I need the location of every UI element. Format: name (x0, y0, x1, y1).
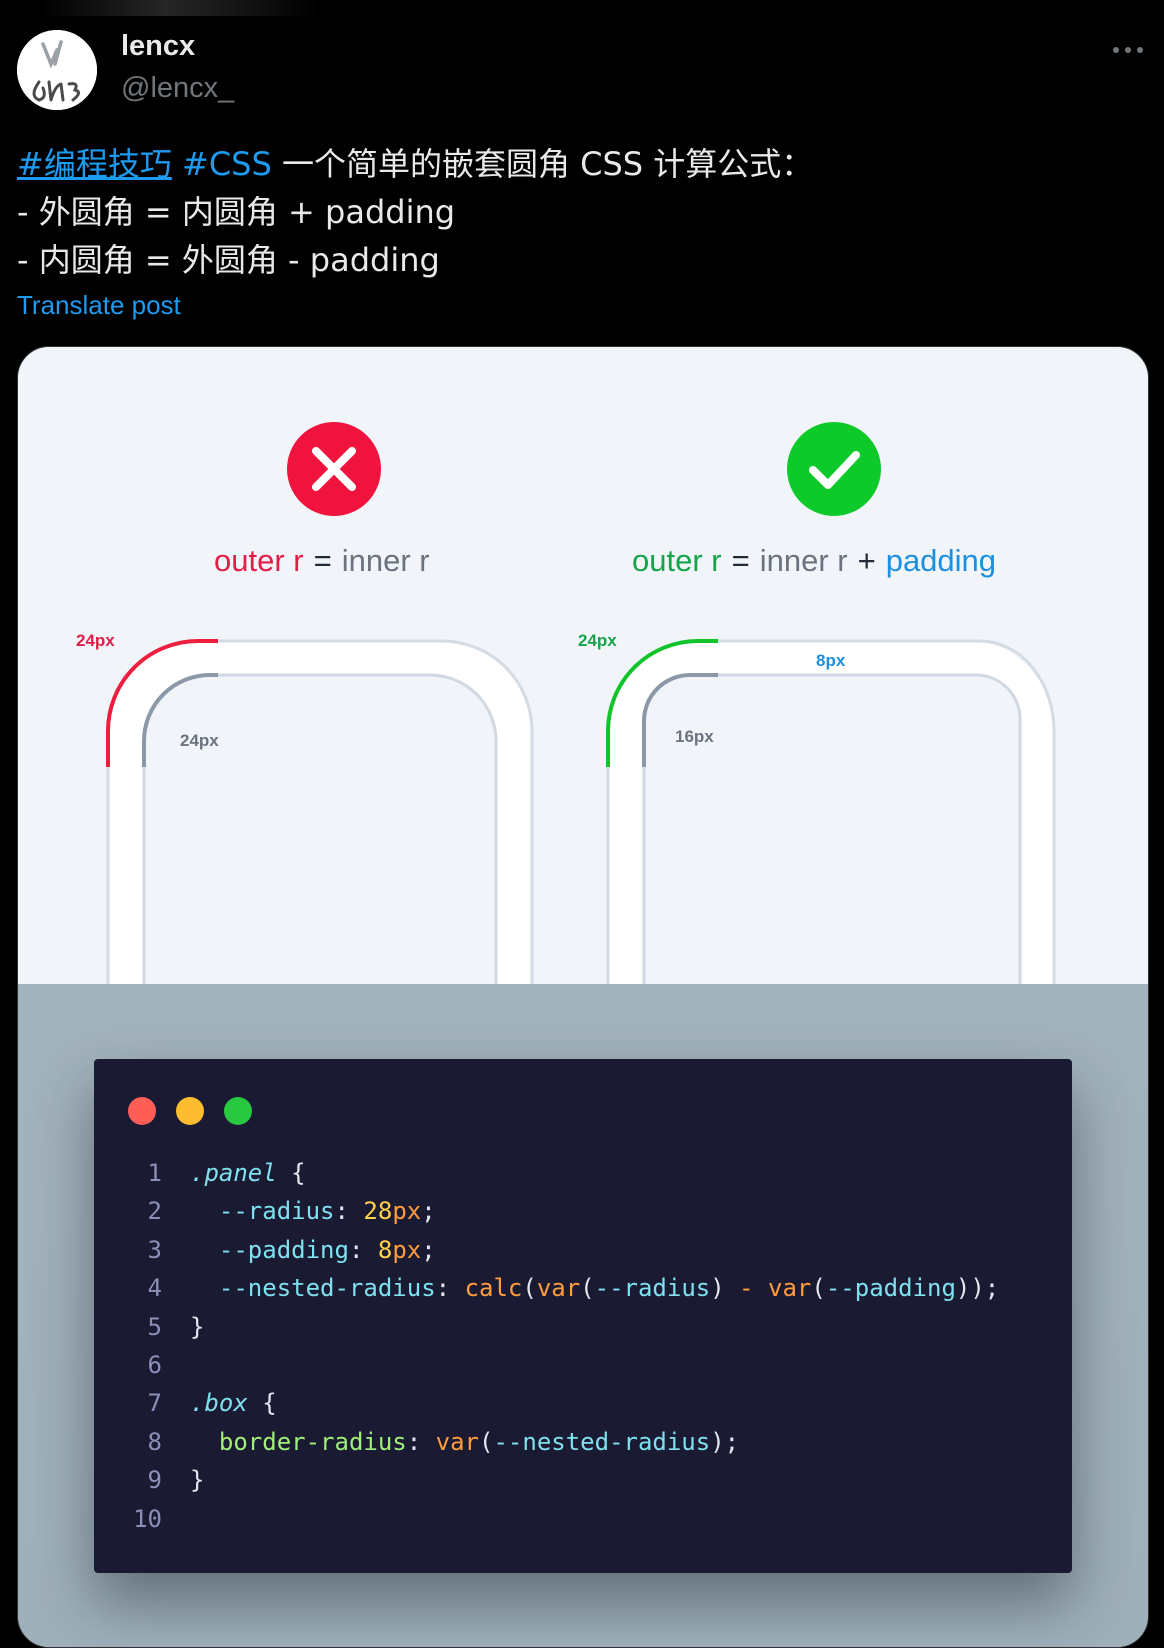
line-number: 10 (133, 1504, 162, 1533)
hashtag-link[interactable]: #CSS (182, 145, 272, 183)
property-token: --nested-radius (218, 1274, 436, 1303)
property-token: --padding (218, 1235, 349, 1264)
code-window: 1 .panel { 2 --radius: 28px; 3 --padding:… (94, 1059, 1072, 1573)
outer-r-label: outer r (214, 543, 304, 578)
check-circle-icon (787, 422, 881, 516)
x-circle-icon (287, 422, 381, 516)
function-token: var (768, 1274, 812, 1303)
line-number: 6 (147, 1350, 162, 1379)
number-token: 28 (363, 1197, 393, 1226)
wrong-formula: outer r = inner r (214, 543, 430, 579)
variable-token: --padding (825, 1274, 956, 1303)
inner-r-label: inner r (759, 543, 848, 578)
outer-r-label: outer r (632, 543, 722, 578)
equals-sign: = (313, 543, 332, 578)
right-padding-label: 8px (816, 651, 846, 670)
property-token: --radius (218, 1197, 335, 1226)
operator-token: - (724, 1274, 769, 1303)
nested-radius-diagram (106, 422, 1056, 984)
brace-token: { (276, 1159, 306, 1187)
code-block: 1 .panel { 2 --radius: 28px; 3 --padding:… (114, 1154, 999, 1538)
display-name[interactable]: lencx (121, 30, 196, 62)
line-number: 5 (147, 1312, 162, 1341)
variable-token: --radius (594, 1274, 711, 1303)
line-number: 1 (147, 1159, 162, 1187)
line-number: 8 (147, 1427, 162, 1456)
post-image[interactable]: outer r=inner r outer r=inner r+padding … (17, 346, 1149, 1648)
code-line: 1 .panel { (114, 1154, 999, 1192)
translate-post-link[interactable]: Translate post (17, 290, 181, 320)
top-fade (40, 0, 320, 16)
code-line: 5} (114, 1308, 999, 1346)
code-line: 8 border-radius: var(--nested-radius); (114, 1423, 999, 1461)
post-text: #编程技巧 #CSS 一个简单的嵌套圆角 CSS 计算公式： - 外圆角 = 内… (17, 140, 1137, 284)
post-line-1-text: 一个简单的嵌套圆角 CSS 计算公式： (281, 145, 814, 183)
hashtag-link[interactable]: #编程技巧 (17, 145, 172, 183)
line-number: 7 (147, 1389, 162, 1418)
unit-token: px (392, 1235, 422, 1264)
avatar-logo-icon (17, 30, 97, 110)
right-outer-radius-label: 24px (578, 631, 617, 650)
code-line: 9} (114, 1461, 999, 1499)
line-number: 2 (147, 1197, 162, 1226)
selector-token: .panel (190, 1159, 277, 1187)
unit-token: px (392, 1197, 422, 1226)
wrong-inner-box (142, 673, 498, 984)
diagram-panel: outer r=inner r outer r=inner r+padding … (18, 347, 1148, 984)
code-line: 6 (114, 1346, 999, 1384)
wrong-inner-radius-label: 24px (180, 731, 219, 750)
code-line: 7 .box { (114, 1384, 999, 1422)
code-line: 3 --padding: 8px; (114, 1231, 999, 1269)
selector-token: .box (190, 1389, 248, 1418)
function-token: calc (464, 1274, 523, 1303)
brace-token: } (190, 1312, 205, 1341)
ellipsis-icon (1113, 47, 1143, 53)
minimize-window-dot[interactable] (176, 1097, 204, 1125)
function-token: var (435, 1427, 480, 1456)
right-inner-arc (642, 673, 718, 767)
function-token: var (536, 1274, 581, 1303)
code-line: 10 (114, 1500, 999, 1538)
number-token: 8 (377, 1235, 393, 1264)
line-number: 9 (147, 1466, 162, 1495)
right-inner-radius-label: 16px (675, 727, 714, 746)
right-inner-box (642, 673, 1022, 984)
more-options-button[interactable] (1108, 36, 1152, 64)
line-number: 4 (147, 1274, 162, 1303)
brace-token: } (190, 1466, 205, 1495)
post-line-2: - 外圆角 = 内圆角 + padding (17, 193, 456, 231)
right-outer-arc (606, 639, 718, 767)
equals-sign: = (731, 543, 750, 578)
plus-sign: + (857, 543, 876, 578)
user-handle[interactable]: @lencx_ (121, 72, 235, 104)
avatar[interactable] (17, 30, 97, 110)
line-number: 3 (147, 1235, 162, 1264)
brace-token: { (247, 1389, 277, 1418)
padding-label: padding (885, 543, 997, 578)
wrong-inner-arc (142, 673, 218, 767)
variable-token: --nested-radius (493, 1427, 711, 1456)
maximize-window-dot[interactable] (224, 1097, 252, 1125)
right-formula: outer r = inner r + padding (632, 543, 996, 579)
wrong-outer-radius-label: 24px (76, 631, 115, 650)
code-line: 2 --radius: 28px; (114, 1192, 999, 1230)
post-line-1: #编程技巧 #CSS 一个简单的嵌套圆角 CSS 计算公式： (17, 140, 1137, 188)
post-line-3: - 内圆角 = 外圆角 - padding (17, 241, 440, 279)
wrong-outer-arc (106, 639, 218, 767)
property-token: border-radius (218, 1427, 407, 1456)
close-window-dot[interactable] (128, 1097, 156, 1125)
code-line: 4 --nested-radius: calc(var(--radius) - … (114, 1269, 1000, 1307)
inner-r-label: inner r (341, 543, 430, 578)
